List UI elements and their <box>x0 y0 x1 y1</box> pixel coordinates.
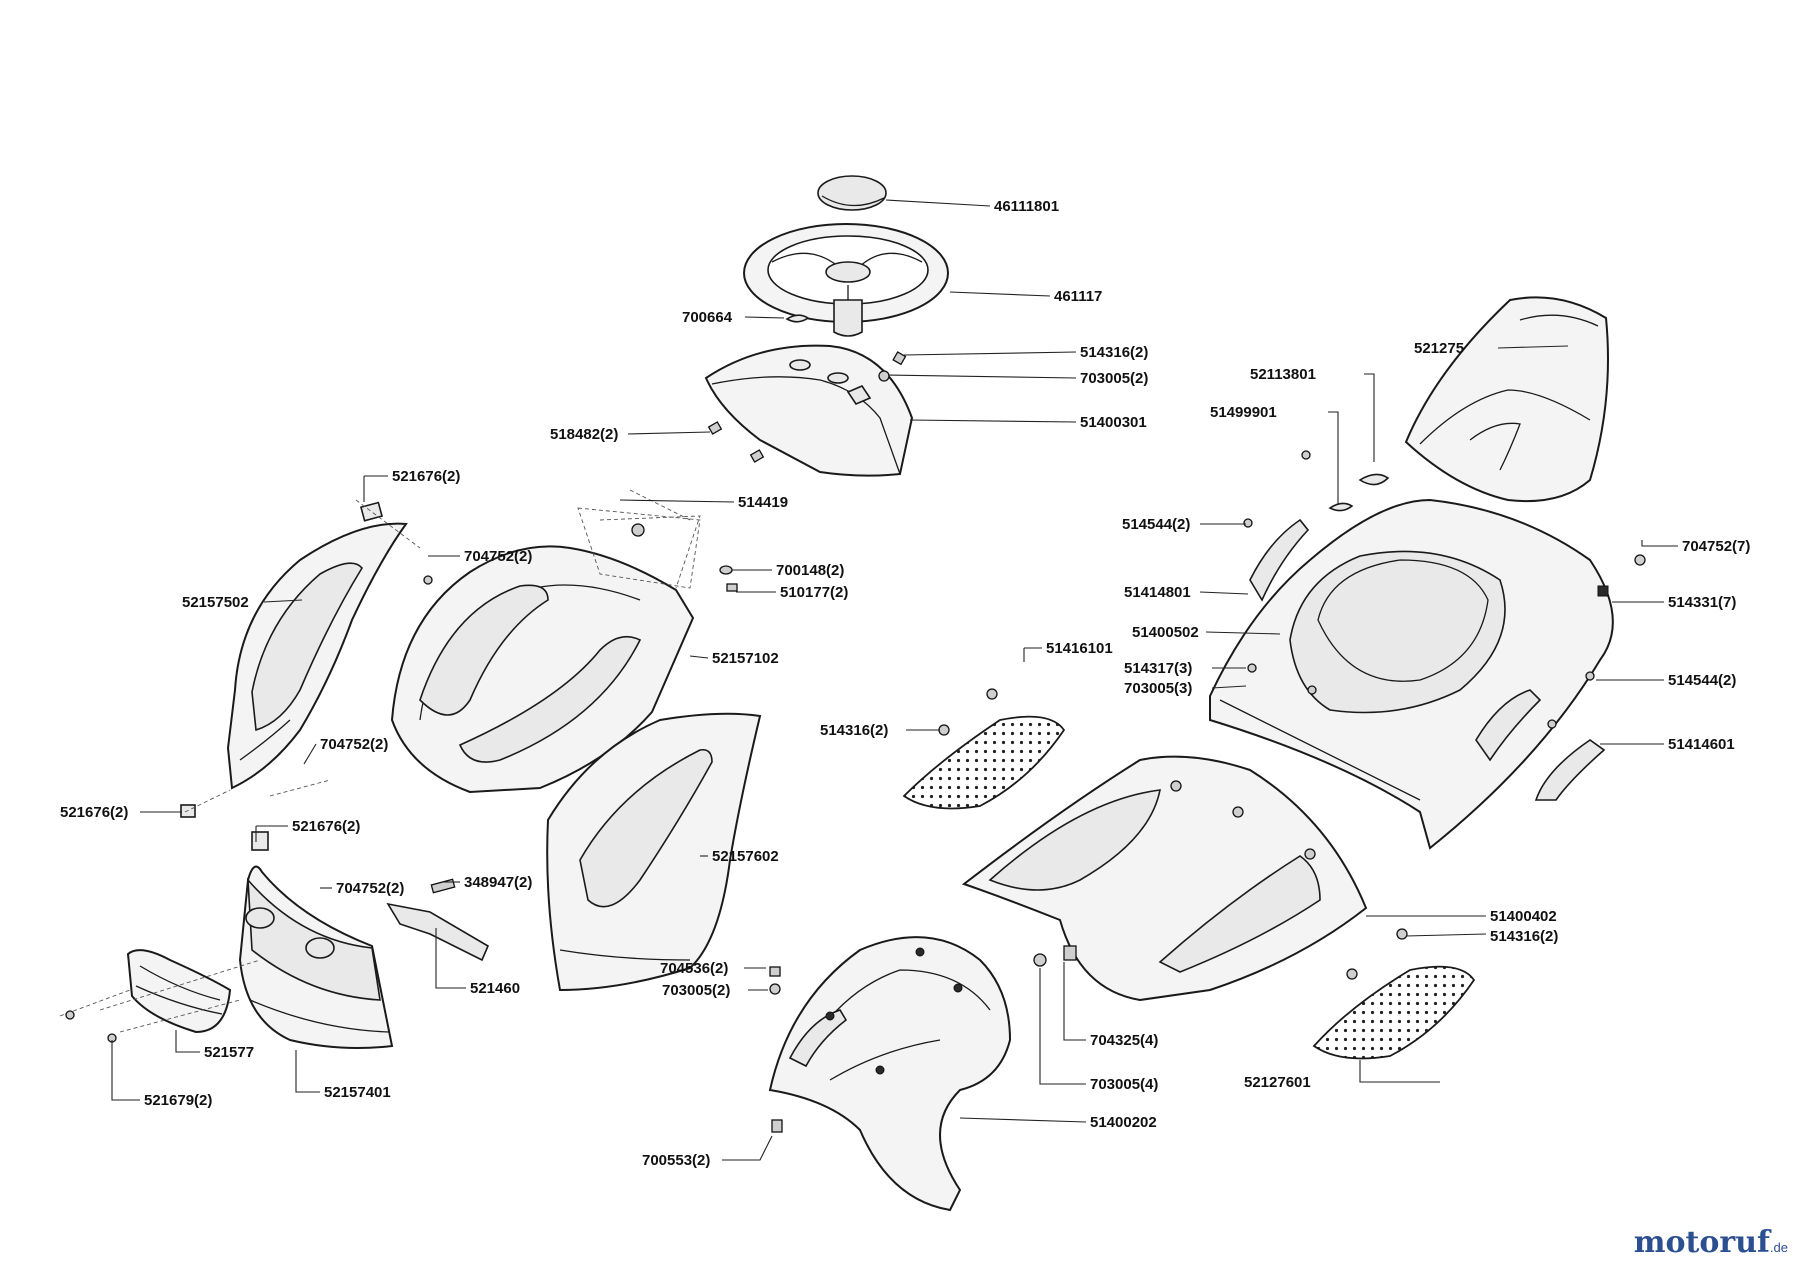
label-348947: 348947(2) <box>464 874 532 891</box>
label-51400301: 51400301 <box>1080 414 1147 431</box>
label-703005-center: 703005(4) <box>1090 1076 1158 1093</box>
label-514544-left: 514544(2) <box>1122 516 1190 533</box>
watermark-brand: motoruf <box>1633 1225 1770 1260</box>
left-side-panel-part <box>180 499 421 818</box>
small-bolts-upper <box>707 314 907 463</box>
center-body-part <box>961 755 1368 1002</box>
watermark-logo: motoruf.de <box>1634 1225 1788 1260</box>
label-514419: 514419 <box>738 494 788 511</box>
rear-side-trims <box>1243 450 1646 801</box>
dashboard-console-part <box>704 344 914 477</box>
left-foot-plate-part <box>902 688 1066 810</box>
label-514331: 514331(7) <box>1668 594 1736 611</box>
rear-body-part <box>1209 473 1614 850</box>
label-46111801: 46111801 <box>994 198 1059 215</box>
label-514316-right-plate: 514316(2) <box>1490 928 1558 945</box>
label-704752-side: 704752(2) <box>320 736 388 753</box>
label-51414801: 51414801 <box>1124 584 1191 601</box>
right-foot-plate-part <box>1312 928 1476 1060</box>
headlight-lens-part <box>126 949 232 1034</box>
label-51499901: 51499901 <box>1210 404 1277 421</box>
label-521577: 521577 <box>204 1044 254 1061</box>
label-52157102: 52157102 <box>712 650 779 667</box>
label-52157602: 52157602 <box>712 848 779 865</box>
front-fender-part <box>768 936 1012 1212</box>
hood-washers <box>423 565 738 592</box>
label-700664: 700664 <box>682 309 733 326</box>
label-514316-upper: 514316(2) <box>1080 344 1148 361</box>
label-703005-upper: 703005(2) <box>1080 370 1148 387</box>
label-704752-grille: 704752(2) <box>336 880 404 897</box>
front-grille-part <box>238 831 394 1049</box>
label-704536: 704536(2) <box>660 960 728 977</box>
label-700553: 700553(2) <box>642 1152 710 1169</box>
label-521676-grille: 521676(2) <box>292 818 360 835</box>
label-521676-left: 521676(2) <box>60 804 128 821</box>
label-518482: 518482(2) <box>550 426 618 443</box>
hood-vent-plate <box>577 507 701 589</box>
label-704752-hood: 704752(2) <box>464 548 532 565</box>
label-704325: 704325(4) <box>1090 1032 1158 1049</box>
label-52127601: 52127601 <box>1244 1074 1311 1091</box>
label-704752-rear: 704752(7) <box>1682 538 1750 555</box>
leader-lines <box>111 199 1678 1161</box>
hood-panel-part <box>390 489 701 794</box>
label-521460: 521460 <box>470 980 520 997</box>
label-51416101: 51416101 <box>1046 640 1113 657</box>
label-514544-right: 514544(2) <box>1668 672 1736 689</box>
label-510177: 510177(2) <box>780 584 848 601</box>
label-51400502: 51400502 <box>1132 624 1199 641</box>
label-703005-rear: 703005(3) <box>1124 680 1192 697</box>
label-52157502: 52157502 <box>182 594 249 611</box>
label-51414601: 51414601 <box>1668 736 1735 753</box>
label-514317: 514317(3) <box>1124 660 1192 677</box>
right-front-side-panel-part <box>546 712 762 992</box>
steering-wheel-part <box>743 223 949 337</box>
label-703005-fender: 703005(2) <box>662 982 730 999</box>
label-51400402: 51400402 <box>1490 908 1557 925</box>
label-52157401: 52157401 <box>324 1084 391 1101</box>
label-521676-top: 521676(2) <box>392 468 460 485</box>
label-514316-left-plate: 514316(2) <box>820 722 888 739</box>
part-number-labels: 46111801 461117 700664 514316(2) 703005(… <box>60 198 1750 1169</box>
label-521275: 521275 <box>1414 340 1464 357</box>
label-51400202: 51400202 <box>1090 1114 1157 1131</box>
seat-part <box>1404 296 1609 503</box>
grille-bracket-part <box>59 878 490 1043</box>
fender-fasteners <box>769 945 1077 1133</box>
label-461117: 461117 <box>1054 288 1102 305</box>
label-521679: 521679(2) <box>144 1092 212 1109</box>
label-700148: 700148(2) <box>776 562 844 579</box>
watermark-suffix: .de <box>1769 1240 1788 1255</box>
steering-cap-part <box>817 175 887 211</box>
label-52113801: 52113801 <box>1250 366 1316 383</box>
